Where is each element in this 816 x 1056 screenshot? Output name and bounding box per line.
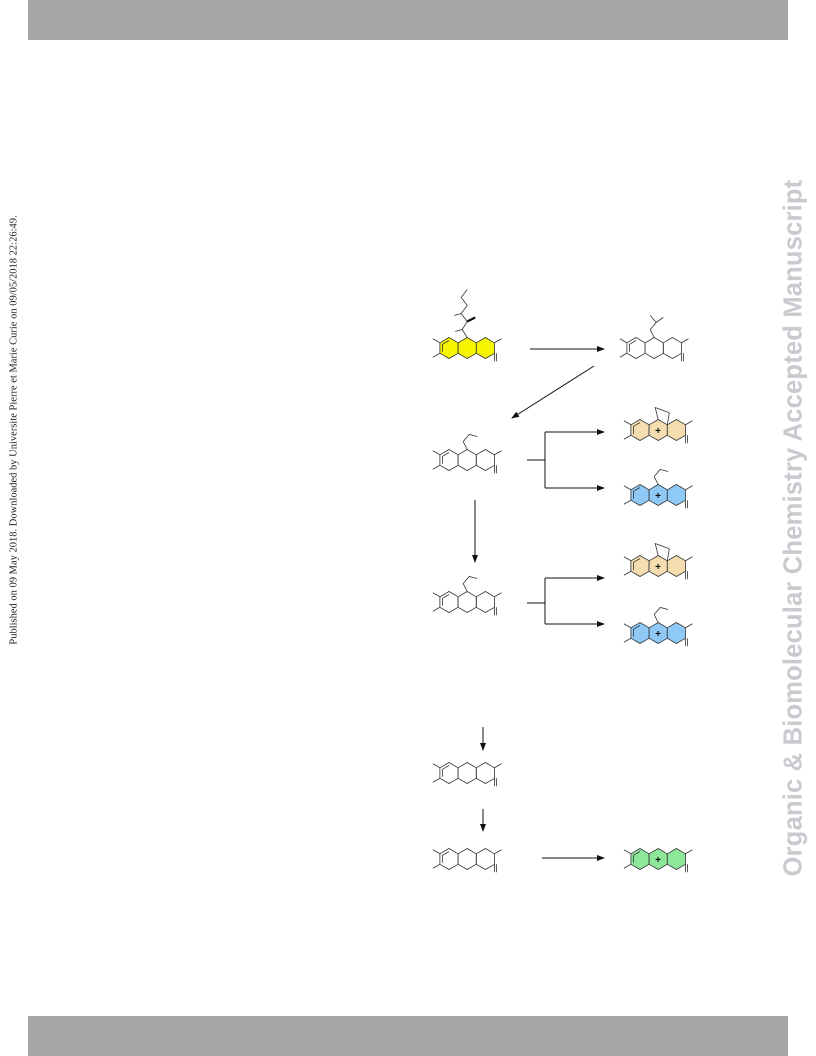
riboflavin-hydroxyl-2 [454, 313, 462, 316]
cation-tan-1-methyl-1 [623, 434, 632, 440]
intermediate-3-carbonyl-1 [494, 763, 502, 769]
cation-tan-2: + [623, 542, 693, 580]
riboflavin-aromatic-bond [442, 340, 450, 352]
cation-tan-2-cation-sign: + [655, 562, 661, 573]
cation-green-ring-3 [666, 848, 686, 870]
product-top-right-ring-3 [662, 337, 682, 359]
intermediate-1-alkyl-chain [462, 434, 478, 450]
cation-green-carbonyl-1 [685, 849, 693, 855]
product-top-right-branched-chain [649, 315, 657, 338]
product-top-right-aromatic-bond [629, 340, 637, 352]
riboflavin-hydroxyl-1 [455, 329, 463, 332]
intermediate-2-aromatic-bond [442, 594, 450, 606]
cation-tan-1: + [623, 406, 693, 444]
intermediate-2-methyl-1 [432, 606, 441, 612]
cation-tan-2-ring-3 [666, 555, 686, 577]
top-bar [28, 0, 788, 40]
cation-blue-2-methyl-2 [623, 623, 632, 629]
intermediate-2-methyl-2 [432, 592, 441, 598]
riboflavin-ribityl-chain [460, 289, 468, 338]
cation-blue-2-aromatic-bond [633, 625, 641, 637]
cation-green-aromatic-bond [633, 851, 641, 863]
intermediate-3-aromatic-bond [442, 765, 450, 777]
cation-blue-1-carbonyl-1 [685, 485, 693, 491]
intermediate-1-methyl-2 [432, 450, 441, 456]
cation-blue-2-carbonyl-1 [685, 623, 693, 629]
intermediate-3-ring-2 [457, 762, 477, 784]
intermediate-3-ring-3 [475, 762, 495, 784]
riboflavin-methyl-2 [432, 338, 441, 344]
intermediate-1-methyl-1 [432, 464, 441, 470]
intermediate-2-ring-3 [475, 591, 495, 613]
cation-green-methyl-2 [623, 849, 632, 855]
cation-blue-1: + [623, 469, 693, 509]
cation-tan-1-methyl-2 [623, 420, 632, 426]
cation-blue-2-ring-3 [666, 622, 686, 644]
cation-blue-2-alkyl-chain [653, 607, 669, 623]
riboflavin-ring-3 [475, 337, 495, 359]
intermediate-1-ring-3 [475, 449, 495, 471]
arrow-product-to-intermediate-1 [511, 365, 595, 419]
cation-blue-1-ring-3 [666, 484, 686, 506]
intermediate-4-aromatic-bond [442, 851, 450, 863]
cation-tan-2-methyl-1 [623, 570, 632, 576]
intermediate-2-alkyl-chain [462, 576, 478, 592]
cation-tan-1-ring-3 [666, 419, 686, 441]
intermediate-1-ring-2 [457, 449, 477, 471]
cation-blue-1-aromatic-bond [633, 487, 641, 499]
riboflavin [432, 289, 502, 362]
product-top-right-methyl-2 [619, 338, 628, 344]
cation-tan-2-aromatic-bond [633, 558, 641, 570]
cation-tan-1-carbonyl-1 [685, 420, 693, 426]
cation-blue-2: + [623, 607, 693, 647]
cation-tan-1-cation-sign: + [655, 426, 661, 437]
riboflavin-wedge [466, 316, 476, 323]
intermediate-3 [432, 762, 502, 787]
riboflavin-carbonyl-1 [494, 338, 502, 344]
cation-tan-2-bridge [654, 542, 670, 561]
cation-green-methyl-1 [623, 863, 632, 869]
product-top-right-ring-2 [644, 337, 664, 359]
intermediate-2-carbonyl-1 [494, 592, 502, 598]
intermediate-4-carbonyl-1 [494, 849, 502, 855]
cation-tan-1-aromatic-bond [633, 422, 641, 434]
cation-blue-1-cation-sign: + [655, 491, 661, 502]
cation-blue-1-methyl-2 [623, 485, 632, 491]
intermediate-4-methyl-2 [432, 849, 441, 855]
cation-blue-1-methyl-1 [623, 499, 632, 505]
intermediate-4 [432, 848, 502, 873]
product-top-right-methyl-1 [619, 352, 628, 358]
cation-blue-1-alkyl-chain [653, 469, 669, 485]
product-top-right [619, 315, 689, 362]
riboflavin-ring-2 [457, 337, 477, 359]
product-top-right-branch [655, 317, 664, 323]
intermediate-1-carbonyl-1 [494, 450, 502, 456]
bracket-2 [527, 578, 546, 624]
intermediate-4-ring-2 [457, 848, 477, 870]
bracket-1 [527, 432, 546, 488]
intermediate-2-ring-2 [457, 591, 477, 613]
intermediate-3-methyl-2 [432, 763, 441, 769]
intermediate-1-aromatic-bond [442, 452, 450, 464]
intermediate-4-ring-3 [475, 848, 495, 870]
cation-green-cation-sign: + [655, 855, 661, 866]
bottom-bar [28, 1016, 788, 1056]
cation-blue-2-cation-sign: + [655, 629, 661, 640]
cation-blue-2-methyl-1 [623, 637, 632, 643]
cation-tan-2-carbonyl-1 [685, 556, 693, 562]
intermediate-1 [432, 434, 502, 474]
cation-tan-2-methyl-2 [623, 556, 632, 562]
cation-green: + [623, 848, 693, 873]
intermediate-3-methyl-1 [432, 777, 441, 783]
intermediate-2 [432, 576, 502, 616]
product-top-right-carbonyl-1 [681, 338, 689, 344]
riboflavin-methyl-1 [432, 352, 441, 358]
cation-tan-1-bridge [654, 406, 670, 425]
intermediate-4-methyl-1 [432, 863, 441, 869]
